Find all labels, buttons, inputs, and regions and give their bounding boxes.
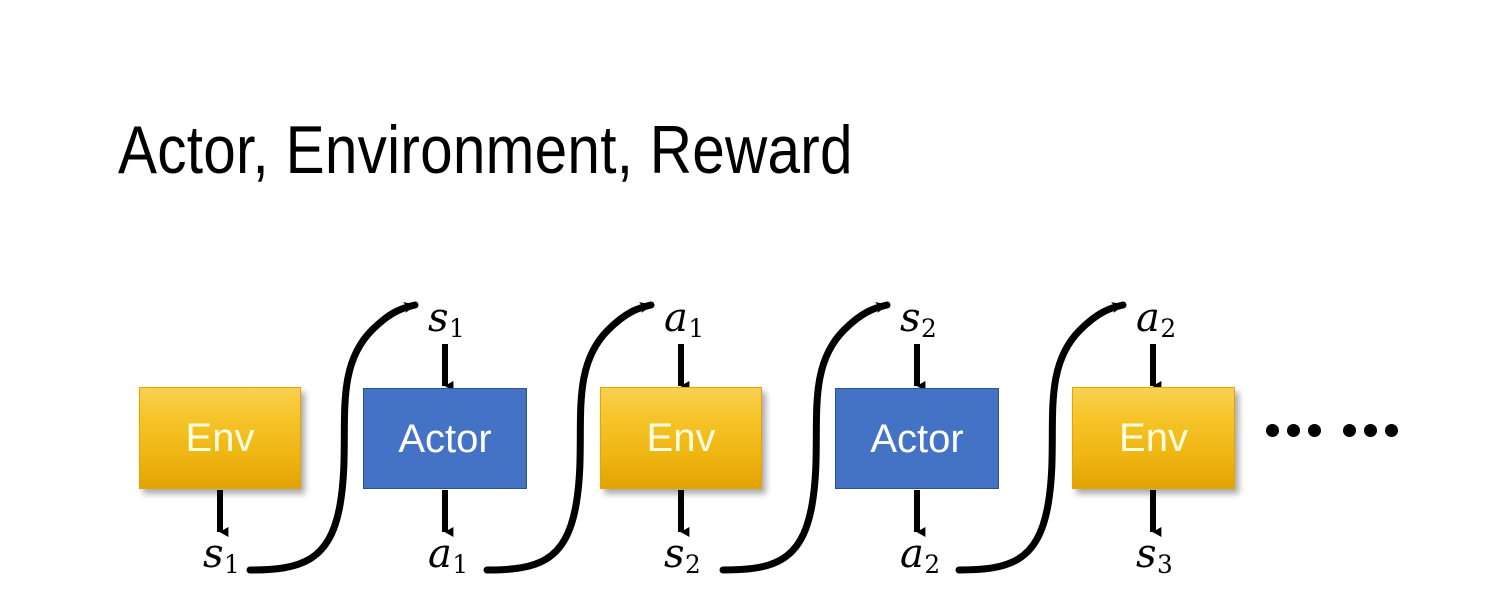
page-title: Actor, Environment, Reward (118, 112, 853, 188)
math-base: a (900, 531, 924, 577)
math-label-in-2: a1 (664, 295, 704, 341)
ellipsis-dot (1287, 424, 1300, 437)
node-box-actor-1[interactable]: Actor (363, 388, 527, 489)
math-label-out-1: s1 (203, 531, 240, 577)
node-box-actor-2[interactable]: Actor (835, 388, 999, 489)
node-box-env-2[interactable]: Env (600, 387, 762, 489)
node-label: Actor (398, 416, 492, 461)
ellipsis-indicator (1266, 424, 1398, 437)
math-base: a (664, 295, 688, 341)
math-subscript: 1 (452, 550, 469, 580)
node-label: Env (185, 416, 255, 460)
math-base: a (1136, 295, 1160, 341)
math-subscript: 2 (685, 550, 701, 580)
node-label: Env (646, 416, 716, 460)
math-label-in-3: s2 (900, 295, 937, 341)
node-box-env-1[interactable]: Env (139, 387, 301, 489)
math-subscript: 1 (224, 550, 240, 580)
ellipsis-dot (1385, 424, 1398, 437)
down-arrows-out-of-boxes (217, 490, 1162, 537)
ellipsis-dot (1364, 424, 1377, 437)
math-subscript: 2 (1160, 314, 1177, 344)
math-base: s (203, 531, 224, 577)
ellipsis-dot (1266, 424, 1279, 437)
math-label-out-3: s2 (664, 531, 701, 577)
math-subscript: 1 (688, 314, 705, 344)
math-subscript: 3 (1157, 550, 1173, 580)
ellipsis-dot (1343, 424, 1356, 437)
node-label: Env (1119, 416, 1188, 460)
node-label: Actor (870, 416, 964, 461)
math-label-out-2: a1 (428, 531, 468, 577)
math-label-in-4: a2 (1136, 295, 1176, 341)
math-label-out-5: s3 (1136, 531, 1173, 577)
math-subscript: 1 (449, 314, 465, 344)
node-box-env-3[interactable]: Env (1072, 387, 1235, 489)
math-base: a (428, 531, 452, 577)
down-arrows-into-boxes (442, 344, 1162, 391)
math-label-in-1: s1 (428, 295, 465, 341)
math-base: s (664, 531, 685, 577)
ellipsis-dot (1308, 424, 1321, 437)
math-base: s (900, 295, 921, 341)
math-label-out-4: a2 (900, 531, 940, 577)
math-base: s (428, 295, 449, 341)
math-subscript: 2 (921, 314, 937, 344)
math-base: s (1136, 531, 1157, 577)
ellipsis-gap (1329, 430, 1335, 431)
math-subscript: 2 (924, 550, 941, 580)
